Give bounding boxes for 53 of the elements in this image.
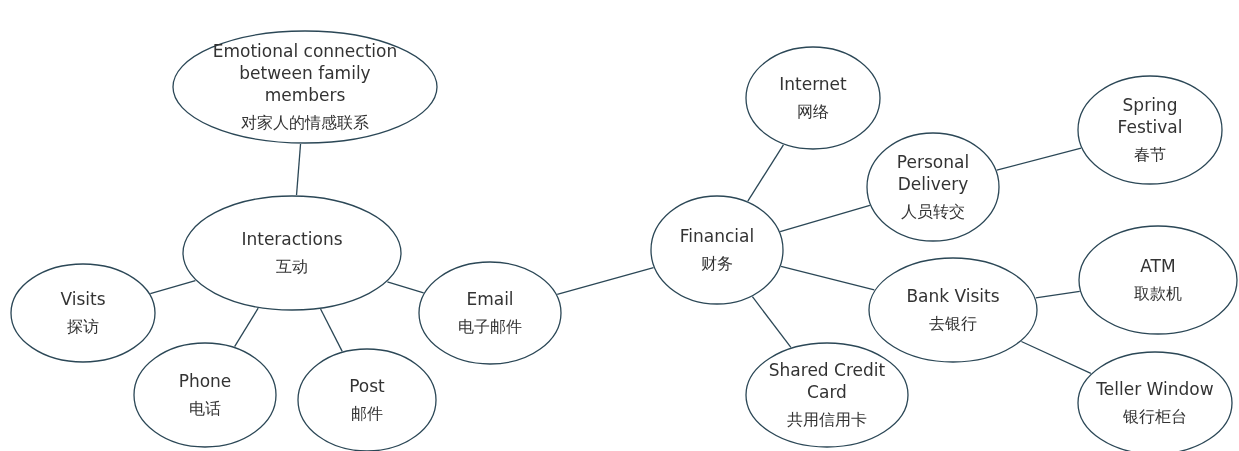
connector-line [295,143,302,196]
ellipse-node [1078,225,1238,335]
connector-line [747,144,785,202]
connector-line [1035,290,1081,299]
node-label: 共用信用卡 [787,409,867,431]
ellipse-node [172,30,438,144]
ellipse-node [1077,75,1223,185]
node-label: Personal Delivery [895,151,971,195]
node-label: 对家人的情感联系 [241,112,369,134]
connector-line [233,307,259,348]
ellipse-node [182,195,402,311]
node-label: 银行柜台 [1123,406,1187,428]
ellipse-node [745,46,881,150]
node-label: Bank Visits [906,285,1000,307]
ellipse-node [868,257,1038,363]
node-label: 春节 [1134,144,1166,166]
connector-line [1020,340,1092,375]
node-label: Emotional connection between family members [211,40,399,106]
node-label: 财务 [701,253,733,275]
connector-line [556,266,655,295]
node-label: Email [466,288,514,310]
node-label: Financial [679,225,755,247]
node-label: 互动 [276,256,308,278]
node-label: 人员转交 [901,201,965,223]
ellipse-node [745,342,909,448]
node-label: 取款机 [1134,283,1182,305]
node-label: Post [349,375,385,397]
node-label: Visits [60,288,106,310]
node-label: ATM [1140,255,1176,277]
connector-line [386,281,425,294]
connector-line [780,265,875,291]
node-label: Spring Festival [1116,94,1184,138]
node-label: 网络 [797,101,829,123]
connector-line [751,296,792,349]
node-label: 电子邮件 [458,316,522,338]
node-label: 去银行 [929,313,977,335]
node-label: Interactions [241,228,343,250]
node-label: 邮件 [351,403,383,425]
ellipse-node [10,263,156,363]
node-label: Internet [779,73,847,95]
ellipse-node [866,132,1000,242]
ellipse-node [418,261,562,365]
ellipse-node [133,342,277,448]
node-label: Phone [178,370,232,392]
connector-line [779,204,871,233]
connector-line [149,280,197,295]
ellipse-node [650,195,784,305]
connector-line [319,308,343,353]
node-label: 电话 [189,398,221,420]
node-label: 探访 [67,316,99,338]
node-label: Teller Window [1096,378,1214,400]
node-label: Shared Credit Card [767,359,887,403]
connector-line [996,147,1082,171]
